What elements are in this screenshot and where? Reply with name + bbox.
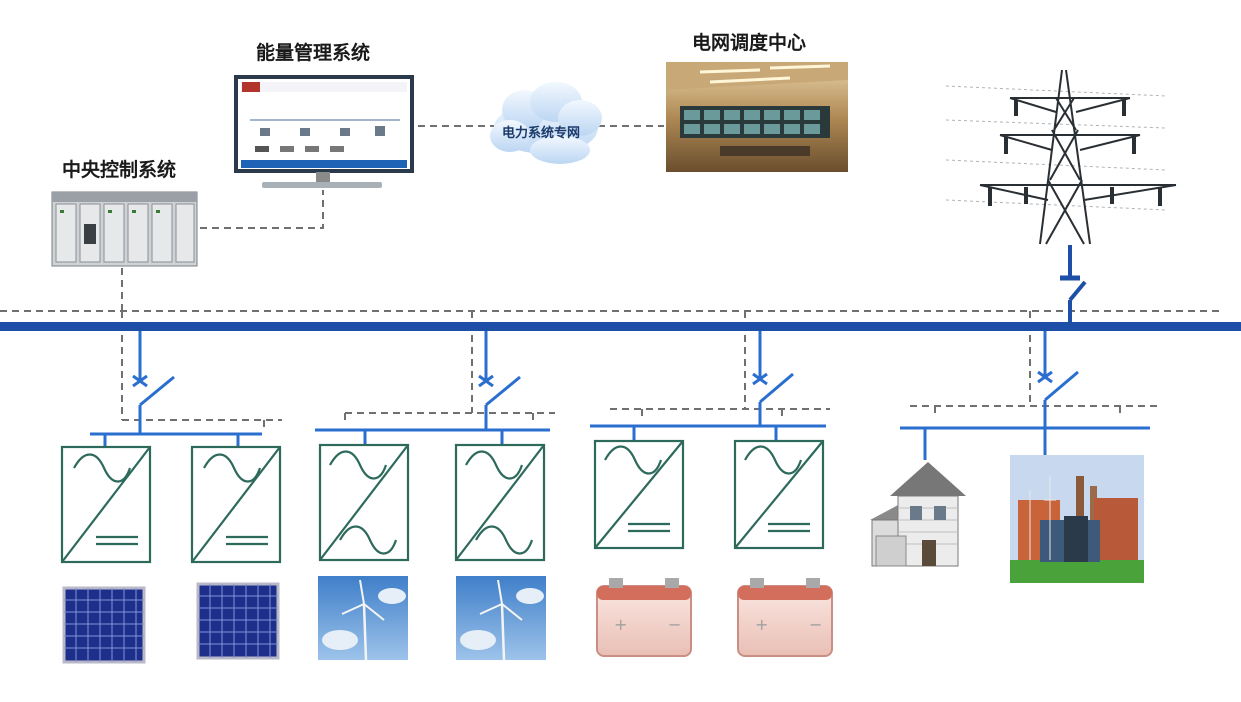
svg-text:−: − (809, 615, 822, 634)
converter-symbol-icon (593, 439, 685, 550)
battery-icon: + − (596, 578, 692, 657)
converter-symbol-icon (190, 445, 282, 564)
plc-rack-icon (51, 191, 198, 267)
wind-turbine-icon (456, 576, 546, 661)
converter-symbol-icon (60, 445, 152, 564)
monitor-icon (234, 75, 414, 188)
comm-line-central-ems (200, 190, 324, 229)
feeders (90, 331, 1150, 460)
battery-icon: + − (737, 578, 833, 657)
dispatch-label: 电网调度中心 (692, 32, 807, 54)
house-icon (870, 462, 966, 567)
svg-text:−: − (668, 615, 681, 634)
inverter-group (60, 439, 825, 564)
solar-panel-icon (62, 586, 146, 664)
factory-icon (1010, 455, 1144, 583)
converter-symbol-icon (454, 443, 546, 562)
converter-symbol-icon (733, 439, 825, 550)
grid-breaker (1060, 245, 1087, 322)
transmission-tower-icon (945, 69, 1177, 245)
main-bus (0, 322, 1241, 331)
ems-label: 能量管理系统 (256, 42, 371, 64)
communication-lines (0, 125, 1220, 432)
control-room-icon (666, 62, 848, 172)
svg-text:+: + (755, 615, 768, 634)
network-label: 电力系统专网 (502, 126, 581, 141)
solar-panel-icon (196, 582, 280, 660)
converter-symbol-icon (318, 443, 410, 562)
central-control-label: 中央控制系统 (62, 159, 177, 181)
wind-turbine-icon (318, 576, 408, 661)
svg-text:+: + (614, 615, 627, 634)
cloud-icon (490, 82, 602, 164)
